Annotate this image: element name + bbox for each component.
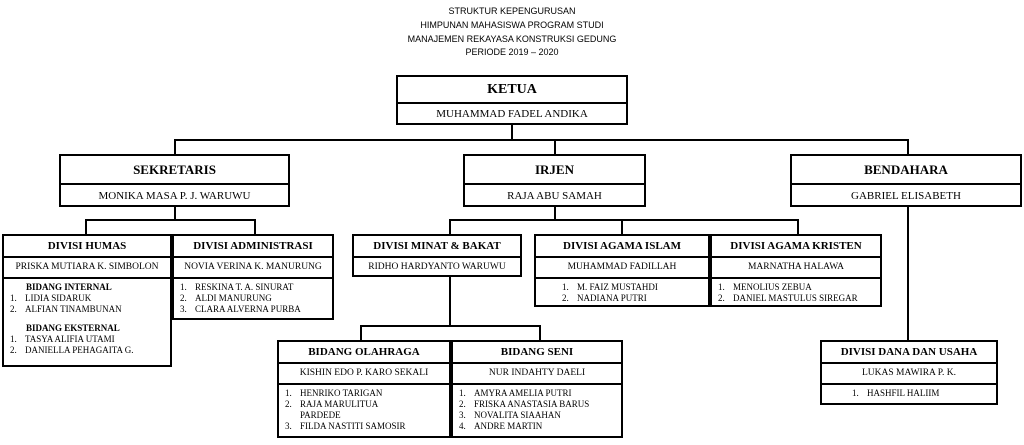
connector-irjen-up (554, 139, 556, 154)
sekretaris-name: MONIKA MASA P. J. WARUWU (98, 190, 251, 202)
bendahara-name: GABRIEL ELISABETH (851, 190, 961, 202)
chart-header-line-3: MANAJEMEN REKAYASA KONSTRUKSI GEDUNG (407, 34, 617, 44)
ketua-title: KETUA (398, 77, 626, 104)
list-item: 2.DANIEL MASTULUS SIREGAR (718, 293, 858, 303)
list-item: 1.M. FAIZ MUSTAHDI (562, 282, 658, 292)
list-item: 3.CLARA ALVERNA PURBA (180, 304, 301, 314)
connector-irjen-horizontal (449, 219, 799, 221)
divisi-dana-usaha-head: LUKAS MAWIRA P. K. (862, 368, 956, 378)
list-item: 2.DANIELLA PEHAGAITA G. (10, 345, 134, 355)
chart-header-line-4: PERIODE 2019 – 2020 (465, 47, 559, 57)
divisi-humas-box: DIVISI HUMAS PRISKA MUTIARA K. SIMBOLON … (2, 234, 172, 367)
divisi-agama-islam-box: DIVISI AGAMA ISLAM MUHAMMAD FADILLAH 1.M… (534, 234, 710, 307)
chart-header-line-1: STRUKTUR KEPENGURUSAN (448, 6, 576, 16)
bendahara-title: BENDAHARA (792, 156, 1020, 185)
divisi-administrasi-title: DIVISI ADMINISTRASI (174, 236, 332, 258)
divisi-humas-members: BIDANG INTERNAL 1.LIDIA SIDARUK 2.ALFIAN… (4, 277, 170, 358)
list-item: 2.ALDI MANURUNG (180, 293, 272, 303)
connector-sekretaris-up (174, 139, 176, 154)
ketua-box: KETUA MUHAMMAD FADEL ANDIKA (396, 75, 628, 125)
divisi-minat-bakat-box: DIVISI MINAT & BAKAT RIDHO HARDYANTO WAR… (352, 234, 522, 277)
connector-kristen-up (797, 219, 799, 234)
connector-islam-up (621, 219, 623, 234)
divisi-minat-bakat-title: DIVISI MINAT & BAKAT (354, 236, 520, 258)
list-item: 1.RESKINA T. A. SINURAT (180, 282, 294, 292)
divisi-agama-islam-title: DIVISI AGAMA ISLAM (536, 236, 708, 258)
bidang-eksternal-label: BIDANG EKSTERNAL (26, 323, 120, 333)
list-item: 2.ALFIAN TINAMBUNAN (10, 304, 122, 314)
ketua-name: MUHAMMAD FADEL ANDIKA (436, 108, 588, 120)
connector-sekretaris-down (174, 206, 176, 220)
divisi-minat-bakat-head: RIDHO HARDYANTO WARUWU (368, 262, 506, 272)
irjen-name: RAJA ABU SAMAH (507, 190, 602, 202)
connector-bendahara-down (907, 206, 909, 341)
bendahara-box: BENDAHARA GABRIEL ELISABETH (790, 154, 1022, 207)
connector-minat-up (449, 219, 451, 234)
list-item: 4.ANDRE MARTIN (459, 421, 543, 431)
divisi-administrasi-box: DIVISI ADMINISTRASI NOVIA VERINA K. MANU… (172, 234, 334, 320)
list-item: 1.HENRIKO TARIGAN (285, 388, 383, 398)
connector-minat-down (449, 276, 451, 326)
list-item: 3.FILDA NASTITI SAMOSIR (285, 421, 406, 431)
divisi-administrasi-head: NOVIA VERINA K. MANURUNG (184, 262, 322, 272)
connector-seni-up (539, 325, 541, 340)
bidang-olahraga-box: BIDANG OLAHRAGA KISHIN EDO P. KARO SEKAL… (277, 340, 451, 438)
list-item: 2.FRISKA ANASTASIA BARUS (459, 399, 590, 409)
divisi-dana-usaha-members: 1.HASHFIL HALIIM (822, 383, 996, 401)
connector-administrasi-up (254, 219, 256, 234)
bidang-olahraga-title: BIDANG OLAHRAGA (279, 342, 449, 364)
divisi-dana-usaha-box: DIVISI DANA DAN USAHA LUKAS MAWIRA P. K.… (820, 340, 998, 405)
connector-ketua-down (511, 124, 513, 140)
list-item: 1.AMYRA AMELIA PUTRI (459, 388, 572, 398)
chart-header-line-2: HIMPUNAN MAHASISWA PROGRAM STUDI (420, 20, 604, 30)
divisi-humas-title: DIVISI HUMAS (4, 236, 170, 258)
connector-irjen-down (554, 206, 556, 220)
connector-sekretaris-horizontal (85, 219, 256, 221)
bidang-seni-members: 1.AMYRA AMELIA PUTRI 2.FRISKA ANASTASIA … (453, 383, 621, 434)
list-item: 1.MENOLIUS ZEBUA (718, 282, 812, 292)
divisi-agama-kristen-title: DIVISI AGAMA KRISTEN (712, 236, 880, 258)
connector-top-horizontal (174, 139, 909, 141)
connector-humas-up (85, 219, 87, 234)
sekretaris-title: SEKRETARIS (61, 156, 288, 185)
connector-minat-horizontal (360, 325, 541, 327)
irjen-box: IRJEN RAJA ABU SAMAH (463, 154, 646, 207)
divisi-agama-kristen-head: MARNATHA HALAWA (747, 262, 845, 272)
bidang-seni-box: BIDANG SENI NUR INDAHTY DAELI 1.AMYRA AM… (451, 340, 623, 438)
list-item: 3.NOVALITA SIAAHAN (459, 410, 561, 420)
list-item: 2.NADIANA PUTRI (562, 293, 647, 303)
connector-bendahara-up (907, 139, 909, 154)
divisi-agama-islam-head: MUHAMMAD FADILLAH (567, 262, 677, 272)
divisi-agama-islam-members: 1.M. FAIZ MUSTAHDI 2.NADIANA PUTRI (536, 277, 708, 306)
list-item: 1.TASYA ALIFIA UTAMI (10, 334, 115, 344)
bidang-internal-label: BIDANG INTERNAL (26, 282, 112, 292)
connector-olahraga-up (360, 325, 362, 340)
bidang-seni-head: NUR INDAHTY DAELI (488, 368, 586, 378)
list-item: 1.LIDIA SIDARUK (10, 293, 92, 303)
bidang-olahraga-head: KISHIN EDO P. KARO SEKALI (299, 368, 429, 378)
divisi-dana-usaha-title: DIVISI DANA DAN USAHA (822, 342, 996, 364)
list-item: 1.HASHFIL HALIIM (852, 388, 940, 398)
divisi-humas-head: PRISKA MUTIARA K. SIMBOLON (15, 262, 159, 272)
sekretaris-box: SEKRETARIS MONIKA MASA P. J. WARUWU (59, 154, 290, 207)
divisi-agama-kristen-members: 1.MENOLIUS ZEBUA 2.DANIEL MASTULUS SIREG… (712, 277, 880, 306)
irjen-title: IRJEN (465, 156, 644, 185)
divisi-agama-kristen-box: DIVISI AGAMA KRISTEN MARNATHA HALAWA 1.M… (710, 234, 882, 307)
bidang-seni-title: BIDANG SENI (453, 342, 621, 364)
list-item: 2.RAJA MARULITUA PARDEDE (285, 399, 378, 420)
divisi-administrasi-members: 1.RESKINA T. A. SINURAT 2.ALDI MANURUNG … (174, 277, 332, 317)
bidang-olahraga-members: 1.HENRIKO TARIGAN 2.RAJA MARULITUA PARDE… (279, 383, 449, 434)
